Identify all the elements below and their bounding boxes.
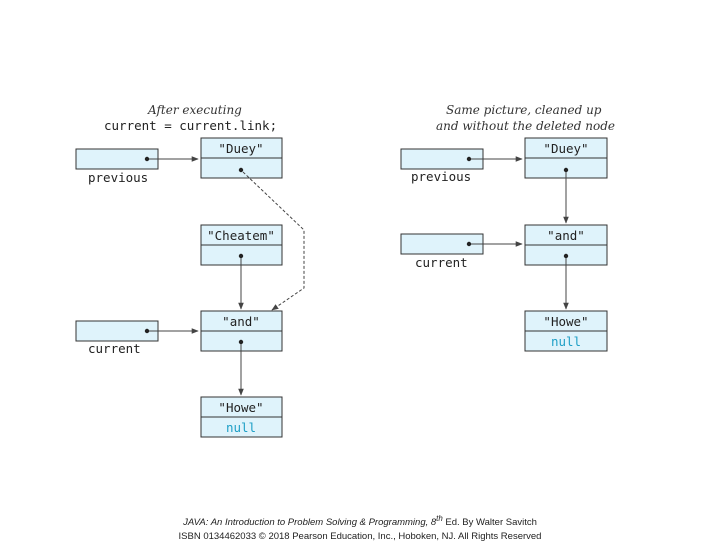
right-previous-pointer-dot: [466, 156, 472, 162]
left-node-cheatem-label: "Cheatem": [207, 228, 275, 243]
left-code-statement: current = current.link;: [104, 118, 277, 133]
right-node-and-link-dot: [563, 253, 569, 259]
right-node-howe-label: "Howe": [543, 314, 588, 329]
left-node-cheatem-link-dot: [238, 253, 244, 259]
footer-edition-author: Ed. By Walter Savitch: [442, 517, 537, 529]
left-duey-to-and-dashed-arrow: [242, 171, 305, 311]
right-diagram: Same picture, cleaned up and without the…: [400, 103, 615, 352]
right-current-pointer-dot: [466, 241, 472, 247]
right-current-label: current: [415, 255, 468, 270]
left-current-pointer-dot: [144, 328, 150, 334]
right-caption-line2: and without the deleted node: [436, 119, 615, 133]
left-current-label: current: [88, 341, 141, 356]
left-node-howe-label: "Howe": [218, 400, 263, 415]
footer-citation: JAVA: An Introduction to Problem Solving…: [0, 512, 720, 544]
left-node-howe-null: null: [226, 420, 256, 435]
right-node-howe-null: null: [551, 334, 581, 349]
right-node-and-label: "and": [547, 228, 585, 243]
footer-line1: JAVA: An Introduction to Problem Solving…: [0, 512, 720, 530]
footer-book-title: JAVA: An Introduction to Problem Solving…: [183, 517, 437, 529]
right-node-duey-label: "Duey": [543, 141, 588, 156]
left-diagram: After executing current = current.link; …: [75, 103, 305, 438]
footer-edition-sup: th: [436, 514, 443, 523]
right-node-howe-link: [524, 330, 608, 352]
left-previous-label: previous: [88, 170, 148, 185]
footer-line2: ISBN 0134462033 © 2018 Pearson Education…: [178, 531, 542, 543]
left-previous-pointer-dot: [144, 156, 150, 162]
left-node-howe-link: [200, 416, 283, 438]
left-node-duey-link-dot: [238, 167, 244, 173]
left-node-duey-label: "Duey": [218, 141, 263, 156]
right-node-duey-link-dot: [563, 167, 569, 173]
right-caption-line1: Same picture, cleaned up: [446, 103, 602, 117]
left-caption: After executing: [147, 103, 242, 117]
right-previous-label: previous: [411, 169, 471, 184]
left-node-and-link-dot: [238, 339, 244, 345]
left-node-and-label: "and": [222, 314, 260, 329]
